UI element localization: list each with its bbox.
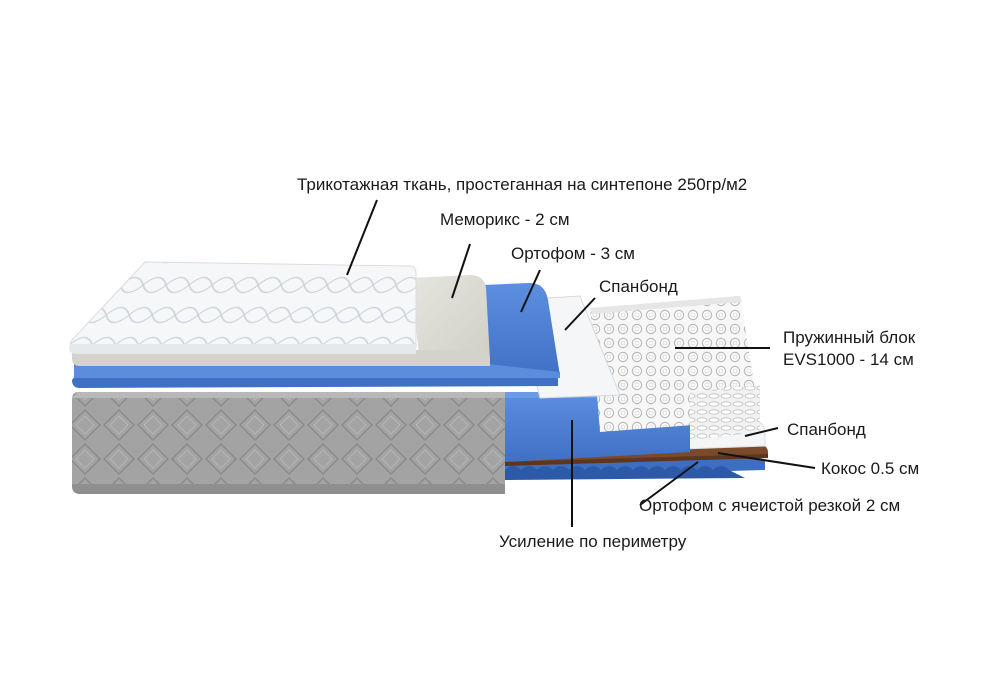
leader-coconut — [717, 452, 816, 469]
leader-fabric — [346, 199, 378, 276]
label-spring-block-line1: Пружинный блок — [783, 328, 916, 347]
label-spring-block: Пружинный блок EVS1000 - 14 см — [783, 327, 915, 371]
label-perimeter: Усиление по периметру — [499, 532, 687, 551]
label-ortofom-cellular: Ортофом с ячеистой резкой 2 см — [639, 496, 901, 515]
label-ortofom-3cm: Ортофом - 3 см — [511, 244, 635, 263]
label-spunbond-top: Спанбонд — [599, 277, 678, 296]
label-fabric: Трикотажная ткань, простеганная на синте… — [297, 175, 748, 194]
label-spring-block-line2: EVS1000 - 14 см — [783, 350, 914, 370]
quilted-top-layer — [69, 261, 417, 354]
leader-memorix — [451, 243, 471, 299]
leader-spunbond-bottom — [744, 427, 779, 437]
label-spunbond-bottom: Спанбонд — [787, 420, 866, 439]
side-panel-quilted — [72, 392, 505, 494]
leader-lines — [346, 199, 816, 527]
label-memorix: Меморикс - 2 см — [440, 210, 570, 229]
leader-ortofom3 — [520, 269, 541, 313]
label-coconut: Кокос 0.5 см — [821, 459, 920, 478]
leader-ortofom-cell — [639, 461, 699, 506]
spring-block — [590, 296, 760, 440]
leader-spunbond-top — [564, 297, 596, 331]
